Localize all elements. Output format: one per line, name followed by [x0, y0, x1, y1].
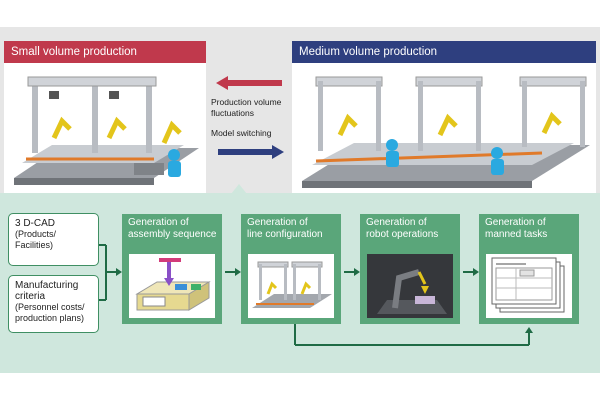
stage-4-line-1: Generation of	[485, 217, 546, 228]
stage-2-line-2: line configuration	[247, 229, 323, 240]
stage-robot-operations: Generation of robot operations	[360, 214, 460, 324]
fluctuation-label: Production volume fluctuations	[211, 97, 281, 119]
input-3d-cad: 3 D-CAD (Products/ Facilities)	[8, 213, 99, 266]
stage-manned-tasks-label: Generation of manned tasks	[479, 214, 579, 249]
input-3d-cad-title: 3 D-CAD	[15, 218, 56, 229]
small-volume-line-image	[4, 63, 206, 193]
medium-volume-title: Medium volume production	[292, 41, 596, 63]
fluctuation-label-line-2: fluctuations	[211, 108, 254, 118]
stage-1-line-2: assembly sequence	[128, 229, 217, 240]
stage-line-configuration: Generation of line configuration	[241, 214, 341, 324]
stage-1-line-1: Generation of	[128, 217, 189, 228]
stage-assembly-sequence: Generation of assembly sequence	[122, 214, 222, 324]
panel-pointer	[231, 184, 247, 194]
fluctuation-label-line-1: Production volume	[211, 97, 282, 107]
small-volume-title: Small volume production	[4, 41, 206, 63]
criteria-title-line-2: criteria	[15, 291, 46, 302]
input-3d-cad-line-2: Facilities)	[15, 240, 54, 250]
robot-operations-image	[367, 254, 453, 318]
switching-label: Model switching	[211, 128, 272, 138]
input-manufacturing-criteria: Manufacturing criteria (Personnel costs/…	[8, 275, 99, 333]
stage-2-line-1: Generation of	[247, 217, 308, 228]
stage-3-line-2: robot operations	[366, 229, 439, 240]
criteria-title-line-1: Manufacturing	[15, 280, 79, 291]
medium-volume-line-image	[292, 63, 596, 193]
stage-4-line-2: manned tasks	[485, 229, 548, 240]
assembly-sequence-image	[129, 254, 215, 318]
switching-arrow	[218, 145, 286, 159]
stage-manned-tasks: Generation of manned tasks	[479, 214, 579, 324]
fluctuation-arrow	[216, 76, 284, 90]
stage-3-line-1: Generation of	[366, 217, 427, 228]
stage-line-configuration-label: Generation of line configuration	[241, 214, 341, 249]
line-configuration-image	[248, 254, 334, 318]
criteria-line-2: production plans)	[15, 313, 85, 323]
manned-tasks-image	[486, 254, 572, 318]
stage-robot-operations-label: Generation of robot operations	[360, 214, 460, 249]
criteria-line-1: (Personnel costs/	[15, 302, 85, 312]
input-3d-cad-line-1: (Products/	[15, 229, 57, 239]
stage-assembly-sequence-label: Generation of assembly sequence	[122, 214, 222, 249]
